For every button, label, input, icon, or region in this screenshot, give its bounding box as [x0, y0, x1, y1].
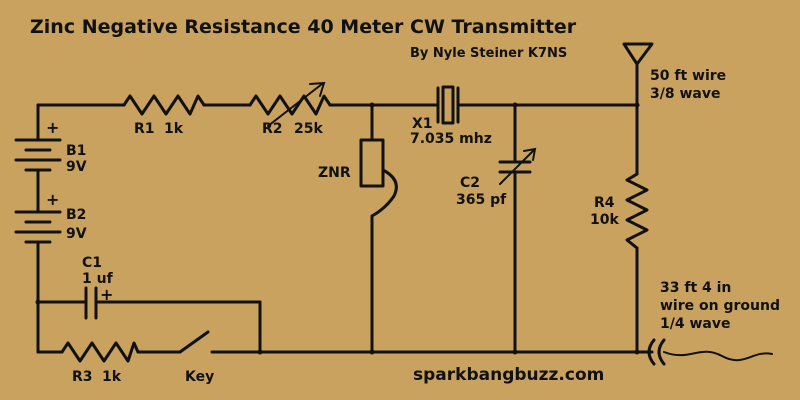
crystal-x1: [436, 85, 460, 125]
r2-value: 25k: [294, 121, 323, 137]
antenna-length-label: 50 ft wire: [650, 68, 726, 84]
resistor-r1: [122, 94, 206, 116]
r3-name: R3: [72, 369, 93, 385]
b1-plus-mark: +: [46, 118, 59, 137]
b2-name: B2: [66, 207, 86, 223]
c1-value: 1 uf: [82, 271, 114, 287]
c1-plus-mark: +: [100, 285, 113, 304]
c2-name: C2: [460, 175, 480, 191]
znr-label: ZNR: [318, 165, 351, 181]
capacitor-c1: [36, 286, 262, 354]
b2-value: 9V: [66, 226, 87, 242]
key-switch: [178, 330, 210, 354]
b1-name: B1: [66, 143, 86, 159]
variable-resistor-r2: [248, 81, 332, 127]
diagram-title: Zinc Negative Resistance 40 Meter CW Tra…: [30, 16, 577, 38]
b1-value: 9V: [66, 159, 87, 175]
ground-type-label: wire on ground: [660, 298, 780, 314]
junction-dots: [35, 102, 640, 355]
c2-value: 365 pf: [456, 192, 507, 208]
r2-name: R2: [262, 121, 283, 137]
variable-capacitor-c2: [498, 103, 537, 354]
battery-b2: [14, 210, 62, 354]
r4-value: 10k: [590, 212, 619, 228]
r1-name: R1: [134, 121, 155, 137]
r1-value: 1k: [164, 121, 184, 137]
ground-wave-label: 1/4 wave: [660, 316, 730, 332]
ground-length-label: 33 ft 4 in: [660, 280, 731, 296]
website-label: sparkbangbuzz.com: [413, 365, 604, 385]
r3-value: 1k: [102, 369, 122, 385]
antenna-wave-label: 3/8 wave: [650, 86, 720, 102]
resistor-r3: [60, 341, 140, 363]
r4-name: R4: [594, 195, 615, 211]
battery-b1: [14, 103, 62, 214]
key-label: Key: [185, 369, 214, 385]
resistor-r4: [625, 103, 649, 354]
b2-plus-mark: +: [46, 190, 59, 209]
zinc-negative-resistor: [359, 103, 398, 354]
ground-wire-symbol: [647, 338, 773, 366]
x1-name: X1: [412, 116, 433, 132]
antenna-symbol: [622, 42, 654, 107]
author-credit: By Nyle Steiner K7NS: [410, 46, 567, 61]
c1-name: C1: [82, 255, 102, 271]
x1-value: 7.035 mhz: [410, 131, 492, 147]
